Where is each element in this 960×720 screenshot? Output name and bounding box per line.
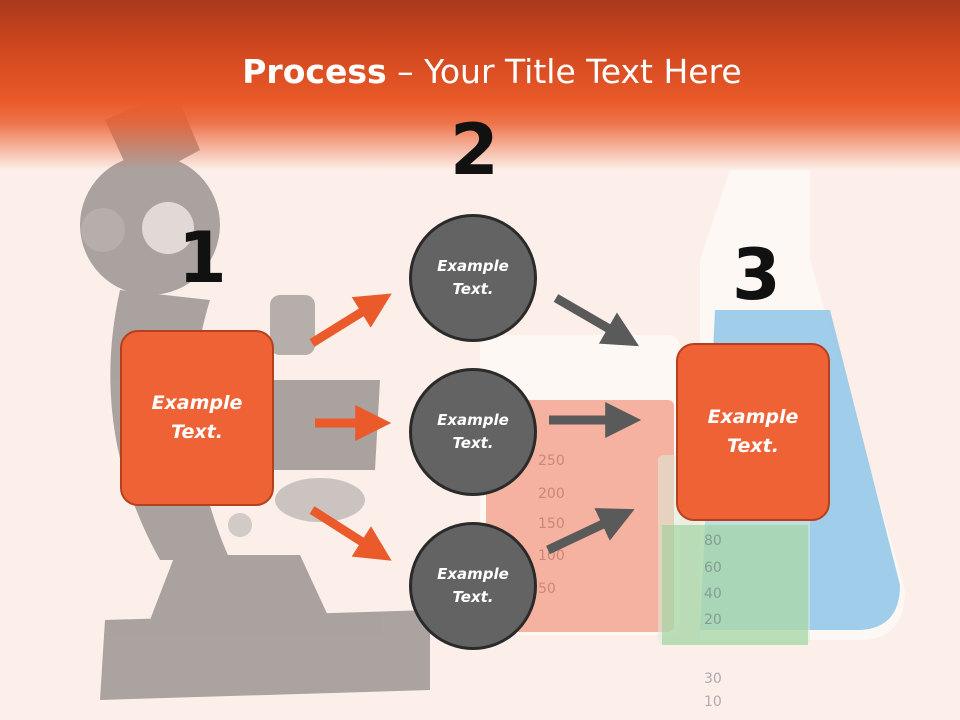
svg-text:20: 20	[704, 612, 722, 628]
svg-text:80: 80	[704, 533, 722, 549]
step-2-circle-top: Example Text.	[409, 214, 537, 342]
circle-middle-line2: Text.	[452, 434, 494, 452]
svg-text:30: 30	[704, 671, 722, 687]
step-1-line2: Text.	[171, 421, 223, 443]
step-1-box: Example Text.	[120, 330, 274, 506]
circle-bottom-line2: Text.	[452, 588, 494, 606]
title-banner	[0, 0, 960, 170]
svg-text:50: 50	[538, 581, 556, 597]
step-number-1: 1	[178, 217, 227, 299]
slide-title: Process – Your Title Text Here	[0, 52, 960, 91]
svg-text:250: 250	[538, 453, 565, 469]
step-2-circle-middle: Example Text.	[409, 368, 537, 496]
arrow-1-to-bottom	[309, 506, 392, 561]
circle-middle-line1: Example	[437, 411, 509, 429]
arrow-1-to-top	[309, 293, 392, 347]
circle-bottom-line1: Example	[437, 565, 509, 583]
svg-text:100: 100	[538, 548, 565, 564]
svg-text:40: 40	[704, 586, 722, 602]
svg-text:200: 200	[538, 486, 565, 502]
step-2-circle-bottom: Example Text.	[409, 522, 537, 650]
step-3-box: Example Text.	[676, 343, 830, 521]
title-bold: Process	[242, 52, 387, 91]
circle-top-line1: Example	[437, 257, 509, 275]
svg-text:150: 150	[538, 516, 565, 532]
step-number-2: 2	[450, 109, 499, 191]
arrow-top-to-3	[553, 294, 640, 347]
step-number-3: 3	[732, 234, 781, 316]
title-rest: – Your Title Text Here	[386, 52, 742, 91]
step-3-line2: Text.	[727, 435, 779, 457]
arrow-bottom-to-3	[546, 508, 635, 555]
circle-top-line2: Text.	[452, 280, 494, 298]
svg-text:10: 10	[704, 694, 722, 710]
svg-text:60: 60	[704, 560, 722, 576]
step-1-line1: Example	[151, 392, 243, 414]
step-3-line1: Example	[707, 406, 799, 428]
